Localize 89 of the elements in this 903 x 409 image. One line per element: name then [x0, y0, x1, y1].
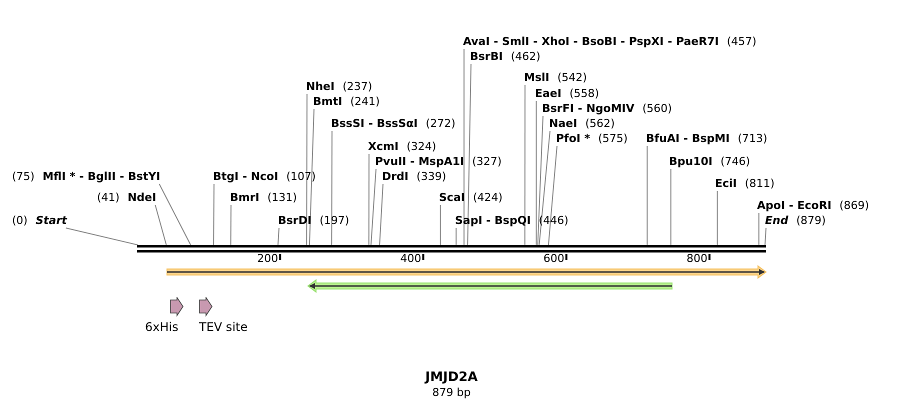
- cut-position: (75): [12, 170, 35, 184]
- enzyme-name: BtgI - NcoI: [213, 170, 278, 184]
- leader-line: [538, 130, 550, 246]
- dna-backbone: [137, 245, 766, 252]
- leader-line: [764, 228, 766, 246]
- cut-position: (457): [726, 35, 756, 49]
- enzyme-name: Bpu10I: [669, 155, 712, 169]
- cut-position: (107): [286, 170, 316, 184]
- leader-line: [213, 184, 214, 246]
- leader-line: [716, 190, 718, 246]
- feature-label: TEV site: [199, 320, 248, 334]
- cut-position: (272): [426, 117, 456, 131]
- feature-label: 6xHis: [145, 320, 178, 334]
- scale-label: 800: [686, 252, 708, 265]
- enzyme-name: BmrI: [230, 191, 260, 205]
- sequence-feature: [166, 265, 767, 279]
- leader-line: [308, 108, 314, 246]
- enzyme-name: PfoI *: [556, 132, 590, 146]
- leader-line: [368, 154, 370, 246]
- cut-position: (0): [12, 214, 28, 228]
- enzyme-name: BsrFI - NgoMIV: [542, 102, 634, 116]
- enzyme-name: End: [765, 214, 788, 228]
- enzyme-name: AvaI - SmlI - XhoI - BsoBI - PspXI - PaeR7I: [463, 35, 719, 49]
- enzyme-name: NheI: [306, 80, 335, 94]
- cut-position: (560): [642, 102, 672, 116]
- cut-position: (424): [472, 191, 503, 205]
- leader-line: [440, 204, 441, 246]
- enzyme-name: BssSI - BssSαI: [331, 117, 418, 131]
- cut-position: (41): [97, 191, 120, 205]
- cut-position: (324): [406, 140, 436, 154]
- enzyme-name: XcmI: [368, 140, 399, 154]
- enzyme-name: MslI: [524, 71, 550, 85]
- cut-position: (237): [342, 80, 372, 94]
- cut-position: (869): [839, 199, 870, 213]
- enzyme-name: BsrBI: [470, 50, 503, 64]
- enzyme-name: EciI: [715, 177, 737, 191]
- cut-position: (879): [796, 214, 826, 228]
- enzyme-name: EaeI: [535, 87, 562, 101]
- enzyme-name: DrdI: [382, 170, 409, 184]
- leader-line: [758, 212, 760, 246]
- leader-line: [646, 146, 648, 246]
- scale-label: 400: [400, 252, 422, 265]
- leader-line: [467, 64, 472, 246]
- enzyme-name: ScaI: [439, 191, 465, 205]
- scale-label: 600: [543, 252, 564, 265]
- leader-line: [536, 100, 537, 246]
- leader-line: [670, 168, 672, 246]
- leader-line: [65, 228, 138, 246]
- sequence-title: JMJD2A: [425, 370, 478, 385]
- cut-position: (542): [557, 71, 587, 85]
- leader-line: [379, 184, 384, 246]
- leader-line: [230, 204, 232, 246]
- cut-position: (746): [720, 155, 750, 169]
- cut-position: (327): [472, 155, 502, 169]
- leader-line: [277, 228, 280, 246]
- leader-line: [464, 48, 465, 246]
- cut-position: (462): [510, 50, 540, 64]
- leader-line: [456, 228, 457, 246]
- cut-position: (197): [320, 214, 350, 228]
- enzyme-name: BfuAI - BspMI: [646, 132, 730, 146]
- cut-position: (713): [738, 132, 768, 146]
- leader-line: [306, 94, 308, 246]
- cut-position: (446): [538, 214, 568, 228]
- enzyme-name: BmtI: [313, 95, 342, 109]
- cut-position: (562): [585, 117, 615, 131]
- enzyme-name: Start: [36, 214, 67, 228]
- scale-label: 200: [257, 252, 278, 265]
- leader-line: [524, 84, 526, 246]
- cut-position: (575): [598, 132, 628, 146]
- enzyme-name: PvuII - MspA1I: [375, 155, 464, 169]
- cut-position: (339): [416, 170, 446, 184]
- cut-position: (811): [744, 177, 774, 191]
- sequence-length: 879 bp: [432, 386, 471, 399]
- sequence-feature: [307, 279, 672, 293]
- leader-line: [154, 204, 167, 246]
- cut-position: (558): [570, 87, 600, 101]
- enzyme-name: NdeI: [128, 191, 156, 205]
- enzyme-name: NaeI: [549, 117, 578, 131]
- enzyme-name: BsrDI: [278, 214, 312, 228]
- enzyme-name: SapI - BspQI: [455, 214, 531, 228]
- cut-position: (131): [267, 191, 297, 205]
- leader-line: [537, 116, 544, 246]
- leader-line: [331, 130, 332, 246]
- leader-line: [548, 146, 558, 246]
- leader-line: [370, 168, 376, 246]
- enzyme-name: ApoI - EcoRI: [757, 199, 832, 213]
- cut-position: (241): [350, 95, 380, 109]
- enzyme-name: MflI * - BglII - BstYI: [42, 170, 160, 184]
- leader-line: [158, 184, 192, 246]
